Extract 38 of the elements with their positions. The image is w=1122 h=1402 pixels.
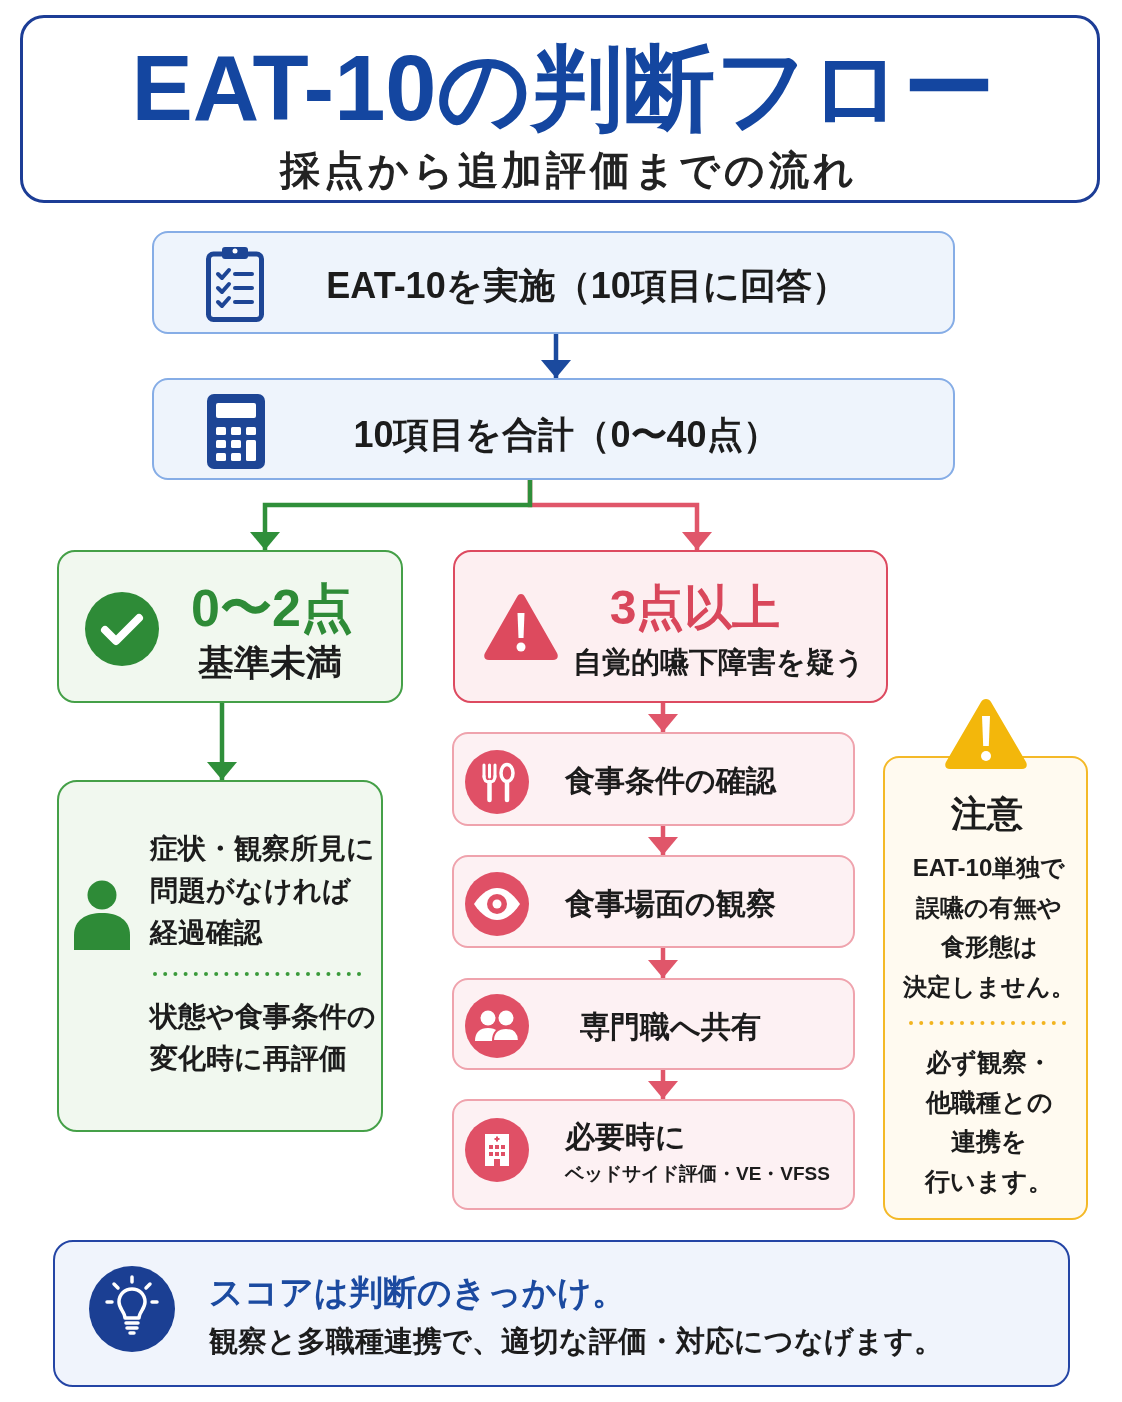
result-box (57, 550, 403, 703)
step-box (152, 378, 955, 480)
step-label: 必要時に (565, 1119, 686, 1155)
step-detail: ベッドサイド評価・VE・VFSS (565, 1162, 830, 1186)
arrow (250, 480, 533, 550)
step-box (452, 1099, 855, 1210)
title: EAT-10の判断フロー (131, 35, 995, 141)
step-label: 専門職へ共有 (580, 1009, 761, 1045)
advice-box (57, 780, 383, 1132)
arrow (648, 1070, 678, 1099)
score-range: 3点以上 (609, 580, 781, 636)
subtitle: 採点から追加評価までの流れ (280, 147, 858, 194)
arrow (648, 703, 678, 732)
step-box (452, 978, 855, 1070)
step-label: EAT-10を実施（10項目に回答） (326, 263, 848, 308)
summary-text: 観察と多職種連携で、適切な評価・対応につなげます。 (209, 1324, 943, 1359)
result-label: 自覚的嚥下障害を疑う (573, 645, 865, 680)
step-box (452, 732, 855, 826)
advice-text: 症状・観察所見に問題がなければ経過確認 (150, 832, 375, 950)
arrow (648, 826, 678, 855)
result-box (453, 550, 888, 703)
step-box (152, 231, 955, 334)
step-label: 食事場面の観察 (565, 886, 776, 922)
step-label: 10項目を合計（0〜40点） (353, 412, 779, 457)
arrow (207, 703, 237, 780)
score-range: 0〜2点 (191, 577, 353, 639)
step-box (452, 855, 855, 948)
caution-text: 必ず観察・他職種との連携を行います。 (925, 1047, 1053, 1197)
caution-heading: 注意 (951, 791, 1023, 836)
caution-text: EAT-10単独で誤嚥の有無や食形態は決定しません。 (903, 853, 1075, 1002)
summary-box (53, 1240, 1070, 1387)
step-label: 食事条件の確認 (565, 763, 776, 799)
advice-text: 状態や食事条件の変化時に再評価 (150, 1000, 376, 1076)
caution-box (883, 756, 1088, 1220)
result-label: 基準未満 (198, 640, 342, 685)
arrow (541, 334, 571, 378)
arrow (648, 948, 678, 978)
summary-heading: スコアは判断のきっかけ。 (209, 1271, 626, 1313)
